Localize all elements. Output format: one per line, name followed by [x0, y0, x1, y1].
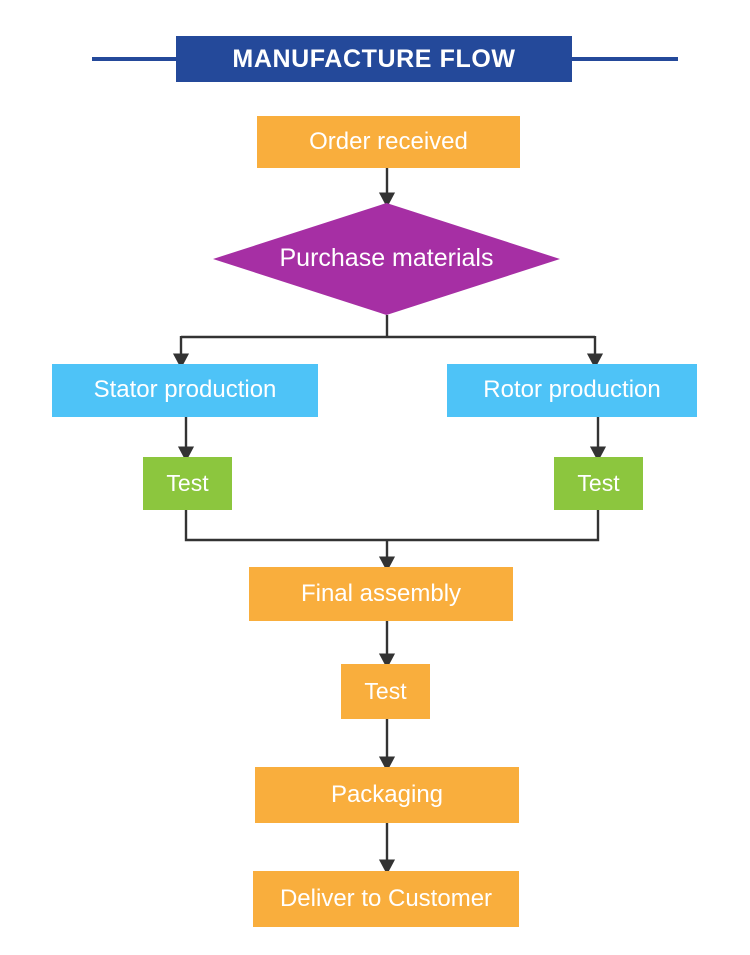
- node-label: Deliver to Customer: [279, 884, 493, 912]
- node-test-final[interactable]: Test: [341, 664, 430, 719]
- edge-test-merge-bus: [184, 510, 600, 542]
- node-purchase-materials[interactable]: Purchase materials: [213, 203, 560, 315]
- page-title-banner: MANUFACTURE FLOW: [176, 36, 572, 82]
- title-rule-left: [92, 57, 184, 61]
- node-deliver-to-customer[interactable]: Deliver to Customer: [253, 871, 519, 927]
- node-label: Packaging: [330, 780, 444, 808]
- node-label: Test: [166, 469, 209, 496]
- edge-purchase-split-bus: [181, 315, 595, 339]
- node-rotor-production[interactable]: Rotor production: [447, 364, 697, 417]
- node-label: Stator production: [93, 376, 277, 404]
- title-rule-right: [566, 57, 678, 61]
- node-test-rotor[interactable]: Test: [554, 457, 643, 510]
- node-packaging[interactable]: Packaging: [255, 767, 519, 823]
- node-label: Order received: [309, 127, 468, 155]
- node-label: Test: [577, 469, 620, 496]
- node-label: Final assembly: [300, 579, 462, 607]
- node-test-stator[interactable]: Test: [143, 457, 232, 510]
- node-order-received[interactable]: Order received: [257, 116, 520, 168]
- page-title: MANUFACTURE FLOW: [232, 44, 516, 73]
- node-label: Test: [364, 677, 407, 704]
- node-final-assembly[interactable]: Final assembly: [249, 567, 513, 621]
- node-label: Rotor production: [483, 376, 661, 404]
- node-stator-production[interactable]: Stator production: [52, 364, 318, 417]
- node-label: Purchase materials: [279, 244, 494, 273]
